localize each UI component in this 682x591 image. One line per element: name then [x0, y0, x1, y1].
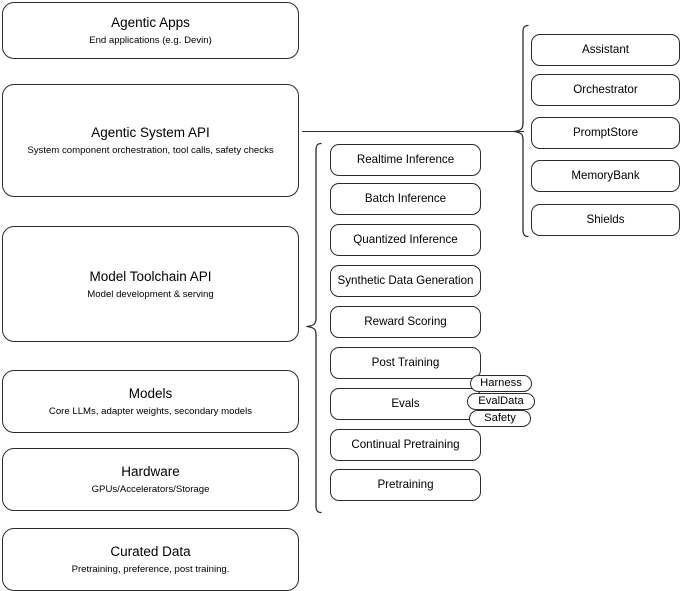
toolchain-box-continual-pretraining[interactable]: Continual Pretraining — [330, 429, 481, 461]
layer-box-hardware[interactable]: Hardware GPUs/Accelerators/Storage — [2, 448, 299, 511]
layer-title: Agentic Apps — [111, 15, 190, 30]
layer-subtitle: End applications (e.g. Devin) — [89, 35, 212, 46]
connector-line-system-api — [302, 131, 524, 133]
system-component-label: PromptStore — [572, 126, 639, 139]
system-component-box-promptstore[interactable]: PromptStore — [531, 117, 680, 149]
layer-title: Curated Data — [110, 544, 191, 559]
layer-box-agentic-apps[interactable]: Agentic Apps End applications (e.g. Devi… — [2, 2, 299, 59]
layer-subtitle: GPUs/Accelerators/Storage — [91, 484, 210, 495]
toolchain-box-realtime-inference[interactable]: Realtime Inference — [330, 144, 481, 176]
system-component-box-shields[interactable]: Shields — [531, 204, 680, 236]
layer-box-models[interactable]: Models Core LLMs, adapter weights, secon… — [2, 370, 299, 433]
toolchain-label: Continual Pretraining — [351, 438, 460, 451]
evals-tag-evaldata[interactable]: EvalData — [467, 393, 535, 410]
evals-tag-safety[interactable]: Safety — [469, 410, 531, 427]
system-component-label: Assistant — [581, 43, 630, 56]
system-component-label: Orchestrator — [573, 83, 638, 96]
layer-subtitle: Core LLMs, adapter weights, secondary mo… — [48, 406, 253, 417]
brace-toolchain — [306, 142, 322, 514]
toolchain-label: Reward Scoring — [364, 315, 447, 328]
system-component-label: Shields — [586, 213, 625, 226]
layer-title: Agentic System API — [91, 125, 210, 140]
layer-box-model-toolchain-api[interactable]: Model Toolchain API Model development & … — [2, 226, 299, 342]
brace-system-components — [513, 24, 529, 238]
toolchain-label: Post Training — [371, 356, 440, 369]
layer-title: Models — [128, 386, 173, 401]
toolchain-label: Synthetic Data Generation — [337, 274, 474, 287]
toolchain-label: Batch Inference — [364, 192, 447, 205]
layer-title: Model Toolchain API — [89, 268, 212, 284]
layer-box-agentic-system-api[interactable]: Agentic System API System component orch… — [2, 84, 299, 197]
layer-box-curated-data[interactable]: Curated Data Pretraining, preference, po… — [2, 528, 299, 591]
system-component-box-memorybank[interactable]: MemoryBank — [531, 160, 680, 192]
toolchain-label: Pretraining — [377, 478, 434, 491]
toolchain-label: Realtime Inference — [356, 153, 455, 166]
toolchain-label: Evals — [391, 397, 420, 410]
toolchain-box-evals[interactable]: Evals — [330, 388, 481, 420]
toolchain-box-quantized-inference[interactable]: Quantized Inference — [330, 224, 481, 256]
toolchain-label: Quantized Inference — [353, 233, 458, 246]
toolchain-box-post-training[interactable]: Post Training — [330, 347, 481, 379]
toolchain-box-batch-inference[interactable]: Batch Inference — [330, 183, 481, 215]
system-component-label: MemoryBank — [571, 169, 640, 182]
layer-subtitle: System component orchestration, tool cal… — [27, 145, 274, 156]
toolchain-box-synthetic-data-generation[interactable]: Synthetic Data Generation — [330, 265, 481, 297]
layer-subtitle: Pretraining, preference, post training. — [71, 564, 230, 575]
system-component-box-orchestrator[interactable]: Orchestrator — [531, 74, 680, 106]
toolchain-box-pretraining[interactable]: Pretraining — [330, 469, 481, 501]
toolchain-box-reward-scoring[interactable]: Reward Scoring — [330, 306, 481, 338]
evals-tag-harness[interactable]: Harness — [470, 375, 532, 392]
layer-subtitle: Model development & serving — [87, 288, 214, 300]
system-component-box-assistant[interactable]: Assistant — [531, 34, 680, 66]
layer-title: Hardware — [121, 464, 180, 479]
